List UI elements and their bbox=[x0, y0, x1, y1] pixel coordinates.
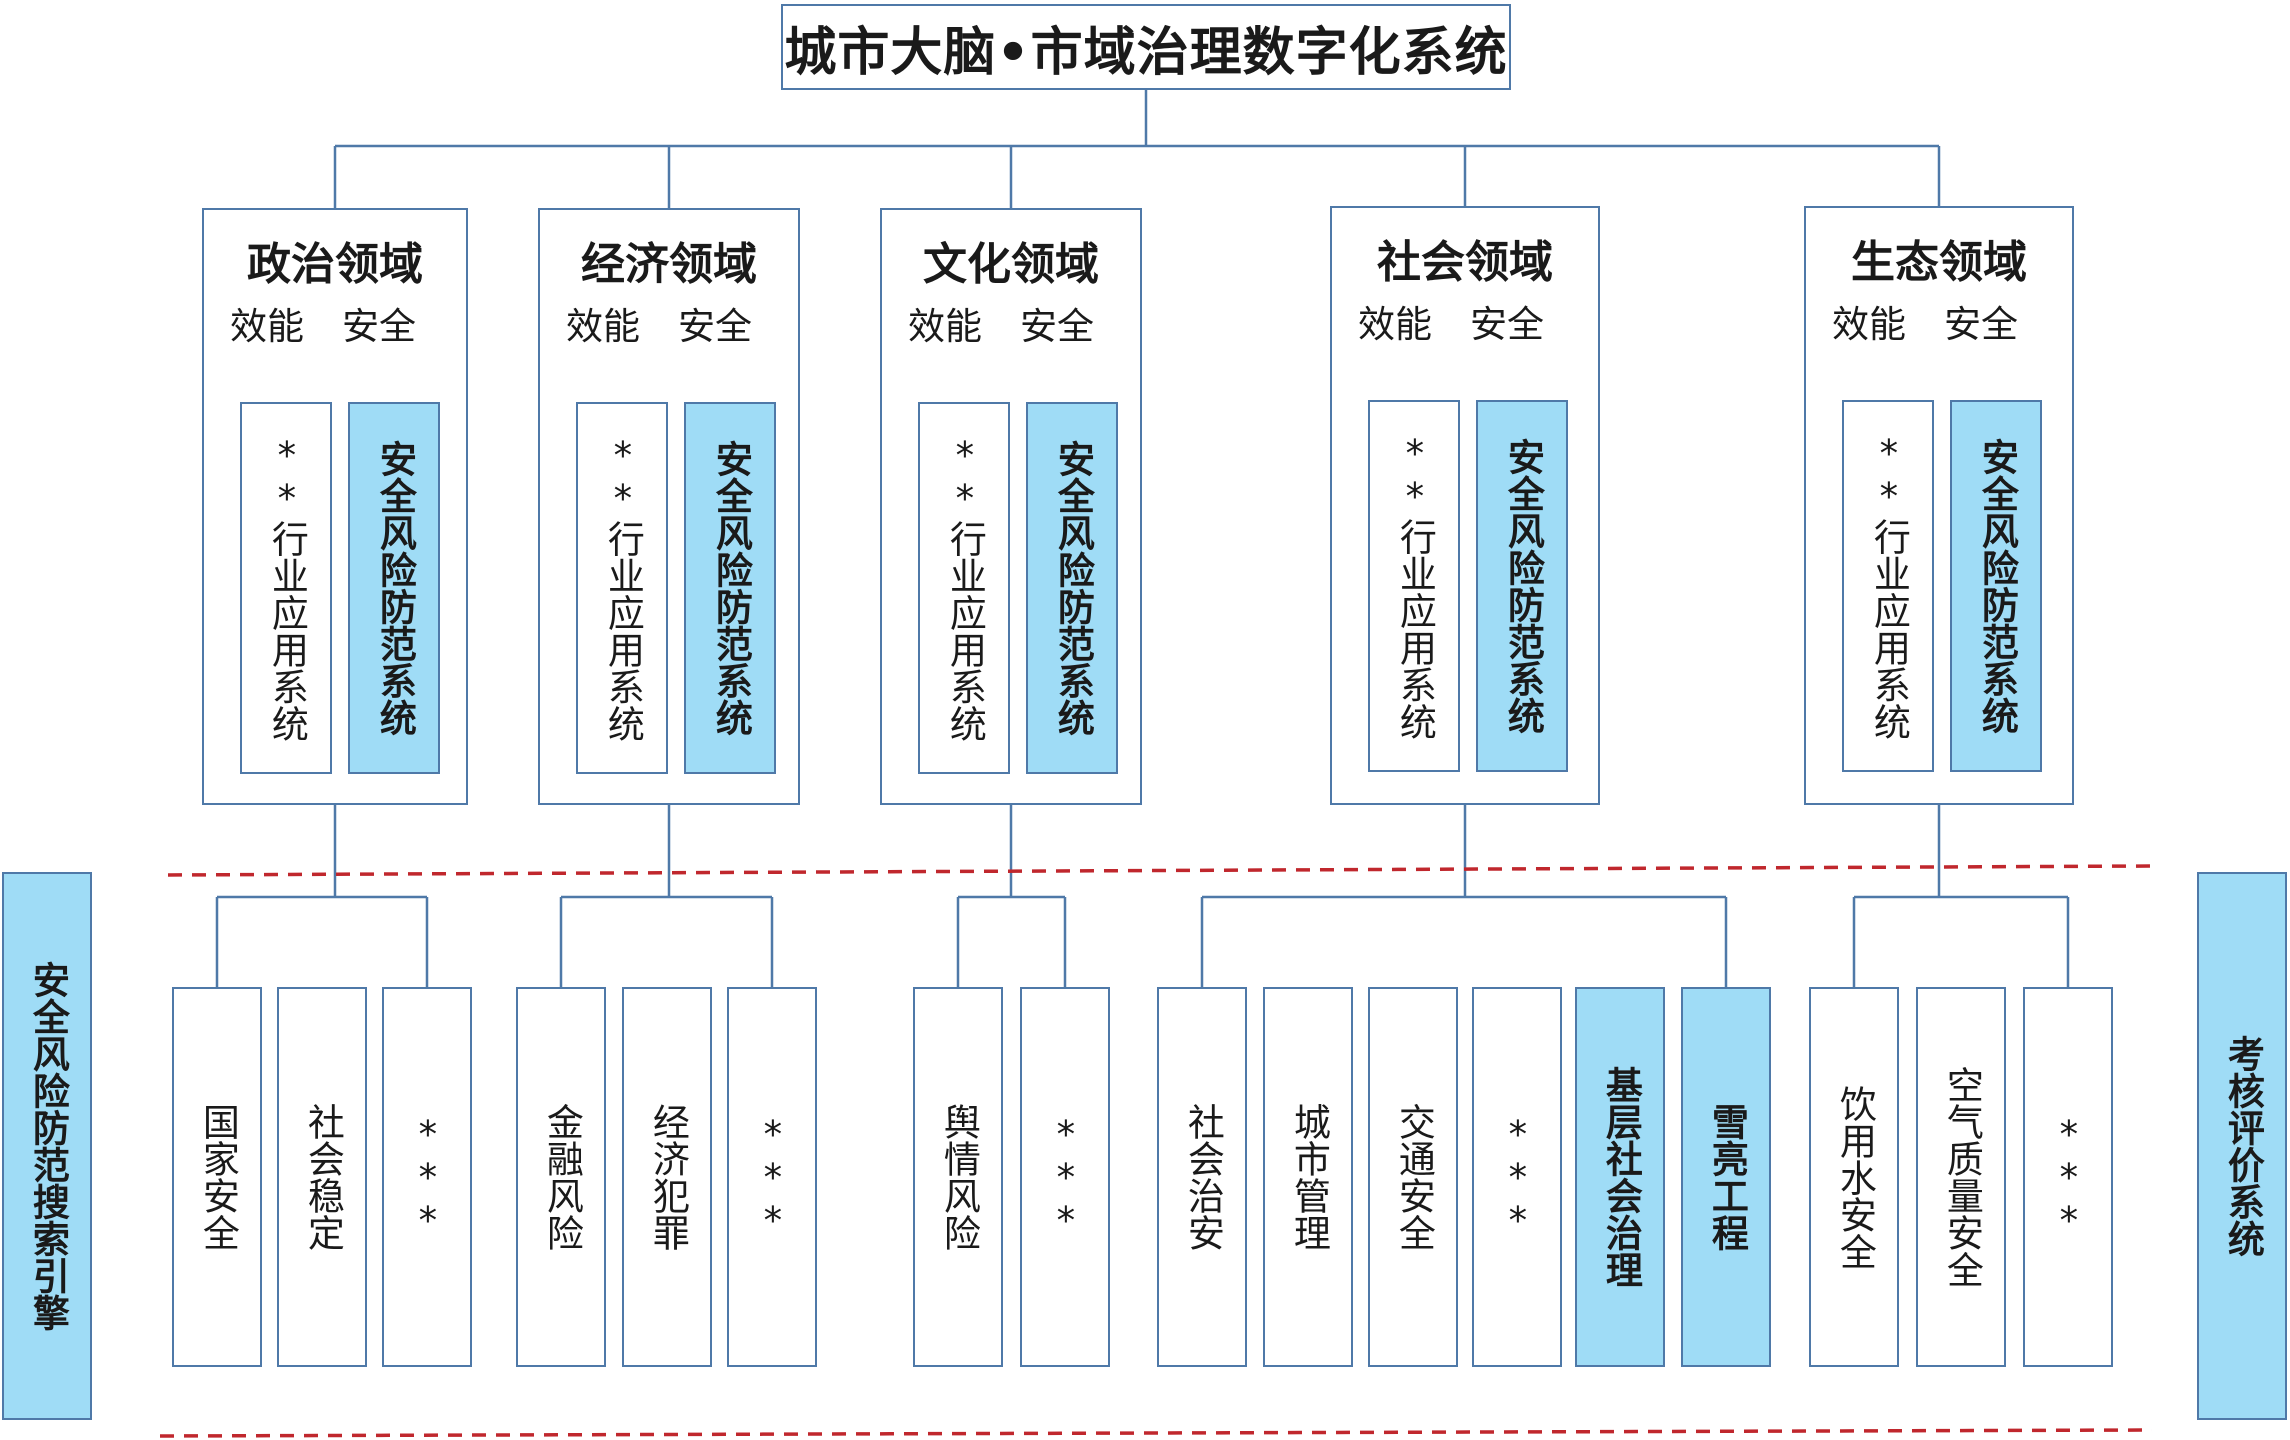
domain-title: 文化领域 bbox=[923, 239, 1099, 290]
industry-app-system-label: **行业应用系统 bbox=[1867, 432, 1911, 740]
subdomain-box: *** bbox=[1020, 987, 1110, 1367]
industry-app-system-label: **行业应用系统 bbox=[601, 434, 645, 742]
subdomain-label: *** bbox=[406, 1112, 450, 1242]
subdomain-box: 国家安全 bbox=[172, 987, 262, 1367]
risk-prevention-system-label: 安全风险防范系统 bbox=[1051, 440, 1095, 736]
subdomain-box: 社会稳定 bbox=[277, 987, 367, 1367]
subdomain-box: 基层社会治理 bbox=[1575, 987, 1665, 1367]
domain-title: 政治领域 bbox=[247, 239, 423, 290]
risk-prevention-system-box: 安全风险防范系统 bbox=[1026, 402, 1118, 774]
subdomain-label: 金融风险 bbox=[540, 1103, 584, 1251]
subdomain-label: 舆情风险 bbox=[937, 1103, 981, 1251]
domain-box-4: 社会领域效能安全 **行业应用系统 安全风险防范系统 bbox=[1330, 206, 1600, 805]
subdomain-label: *** bbox=[1044, 1112, 1088, 1242]
subdomain-box: 经济犯罪 bbox=[622, 987, 712, 1367]
lower-dashed-separator bbox=[159, 1428, 2153, 1438]
tag-safety: 安全 bbox=[1944, 303, 2018, 346]
tag-efficiency: 效能 bbox=[566, 305, 640, 348]
risk-prevention-system-label: 安全风险防范系统 bbox=[1975, 438, 2019, 734]
subdomain-box: 城市管理 bbox=[1263, 987, 1353, 1367]
subdomain-label: 社会稳定 bbox=[301, 1103, 345, 1251]
industry-app-system-box: **行业应用系统 bbox=[1842, 400, 1934, 772]
subdomain-box: *** bbox=[1472, 987, 1562, 1367]
subdomain-box: 交通安全 bbox=[1368, 987, 1458, 1367]
subdomain-box: 饮用水安全 bbox=[1809, 987, 1899, 1367]
subdomain-label: 雪亮工程 bbox=[1705, 1103, 1749, 1251]
left-panel-search-engine: 安全风险防范搜索引擎 bbox=[2, 872, 92, 1420]
right-panel-label: 考核评价系统 bbox=[2221, 1035, 2265, 1257]
domain-title: 经济领域 bbox=[581, 239, 757, 290]
subdomain-box: 金融风险 bbox=[516, 987, 606, 1367]
tag-safety: 安全 bbox=[678, 305, 752, 348]
subdomain-label: 交通安全 bbox=[1392, 1103, 1436, 1251]
subdomain-box: 舆情风险 bbox=[913, 987, 1003, 1367]
risk-prevention-system-label: 安全风险防范系统 bbox=[373, 440, 417, 736]
subdomain-box: 空气质量安全 bbox=[1916, 987, 2006, 1367]
subdomain-label: 经济犯罪 bbox=[646, 1103, 690, 1251]
risk-prevention-system-label: 安全风险防范系统 bbox=[1501, 438, 1545, 734]
subdomain-box: 雪亮工程 bbox=[1681, 987, 1771, 1367]
subdomain-label: 社会治安 bbox=[1181, 1103, 1225, 1251]
domain-box-3: 文化领域效能安全 **行业应用系统 安全风险防范系统 bbox=[880, 208, 1142, 805]
subdomain-box: *** bbox=[727, 987, 817, 1367]
subdomain-label: 基层社会治理 bbox=[1599, 1066, 1643, 1288]
tag-efficiency: 效能 bbox=[1832, 303, 1906, 346]
tag-safety: 安全 bbox=[342, 305, 416, 348]
left-panel-label: 安全风险防范搜索引擎 bbox=[26, 961, 70, 1331]
right-panel-evaluation-system: 考核评价系统 bbox=[2197, 872, 2287, 1420]
industry-app-system-box: **行业应用系统 bbox=[1368, 400, 1460, 772]
subdomain-label: 国家安全 bbox=[196, 1103, 240, 1251]
upper-dashed-separator bbox=[167, 864, 2153, 877]
tag-safety: 安全 bbox=[1020, 305, 1094, 348]
subdomain-label: 城市管理 bbox=[1287, 1103, 1331, 1251]
industry-app-system-box: **行业应用系统 bbox=[240, 402, 332, 774]
subdomain-label: *** bbox=[1496, 1112, 1540, 1242]
domain-title: 生态领域 bbox=[1851, 237, 2027, 288]
industry-app-system-box: **行业应用系统 bbox=[576, 402, 668, 774]
subdomain-label: 空气质量安全 bbox=[1940, 1066, 1984, 1288]
domain-title: 社会领域 bbox=[1377, 237, 1553, 288]
domain-box-1: 政治领域效能安全 **行业应用系统 安全风险防范系统 bbox=[202, 208, 468, 805]
tag-efficiency: 效能 bbox=[230, 305, 304, 348]
subdomain-box: *** bbox=[382, 987, 472, 1367]
subdomain-label: *** bbox=[2047, 1112, 2091, 1242]
tag-safety: 安全 bbox=[1470, 303, 1544, 346]
risk-prevention-system-box: 安全风险防范系统 bbox=[1476, 400, 1568, 772]
domain-box-5: 生态领域效能安全 **行业应用系统 安全风险防范系统 bbox=[1804, 206, 2074, 805]
risk-prevention-system-box: 安全风险防范系统 bbox=[684, 402, 776, 774]
root-title: 城市大脑•市域治理数字化系统 bbox=[781, 4, 1511, 90]
industry-app-system-label: **行业应用系统 bbox=[265, 434, 309, 742]
domain-box-2: 经济领域效能安全 **行业应用系统 安全风险防范系统 bbox=[538, 208, 800, 805]
industry-app-system-label: **行业应用系统 bbox=[1393, 432, 1437, 740]
industry-app-system-box: **行业应用系统 bbox=[918, 402, 1010, 774]
risk-prevention-system-box: 安全风险防范系统 bbox=[1950, 400, 2042, 772]
industry-app-system-label: **行业应用系统 bbox=[943, 434, 987, 742]
risk-prevention-system-box: 安全风险防范系统 bbox=[348, 402, 440, 774]
subdomain-label: *** bbox=[751, 1112, 795, 1242]
tag-efficiency: 效能 bbox=[1358, 303, 1432, 346]
risk-prevention-system-label: 安全风险防范系统 bbox=[709, 440, 753, 736]
tag-efficiency: 效能 bbox=[908, 305, 982, 348]
subdomain-box: 社会治安 bbox=[1157, 987, 1247, 1367]
subdomain-label: 饮用水安全 bbox=[1833, 1084, 1877, 1270]
subdomain-box: *** bbox=[2023, 987, 2113, 1367]
